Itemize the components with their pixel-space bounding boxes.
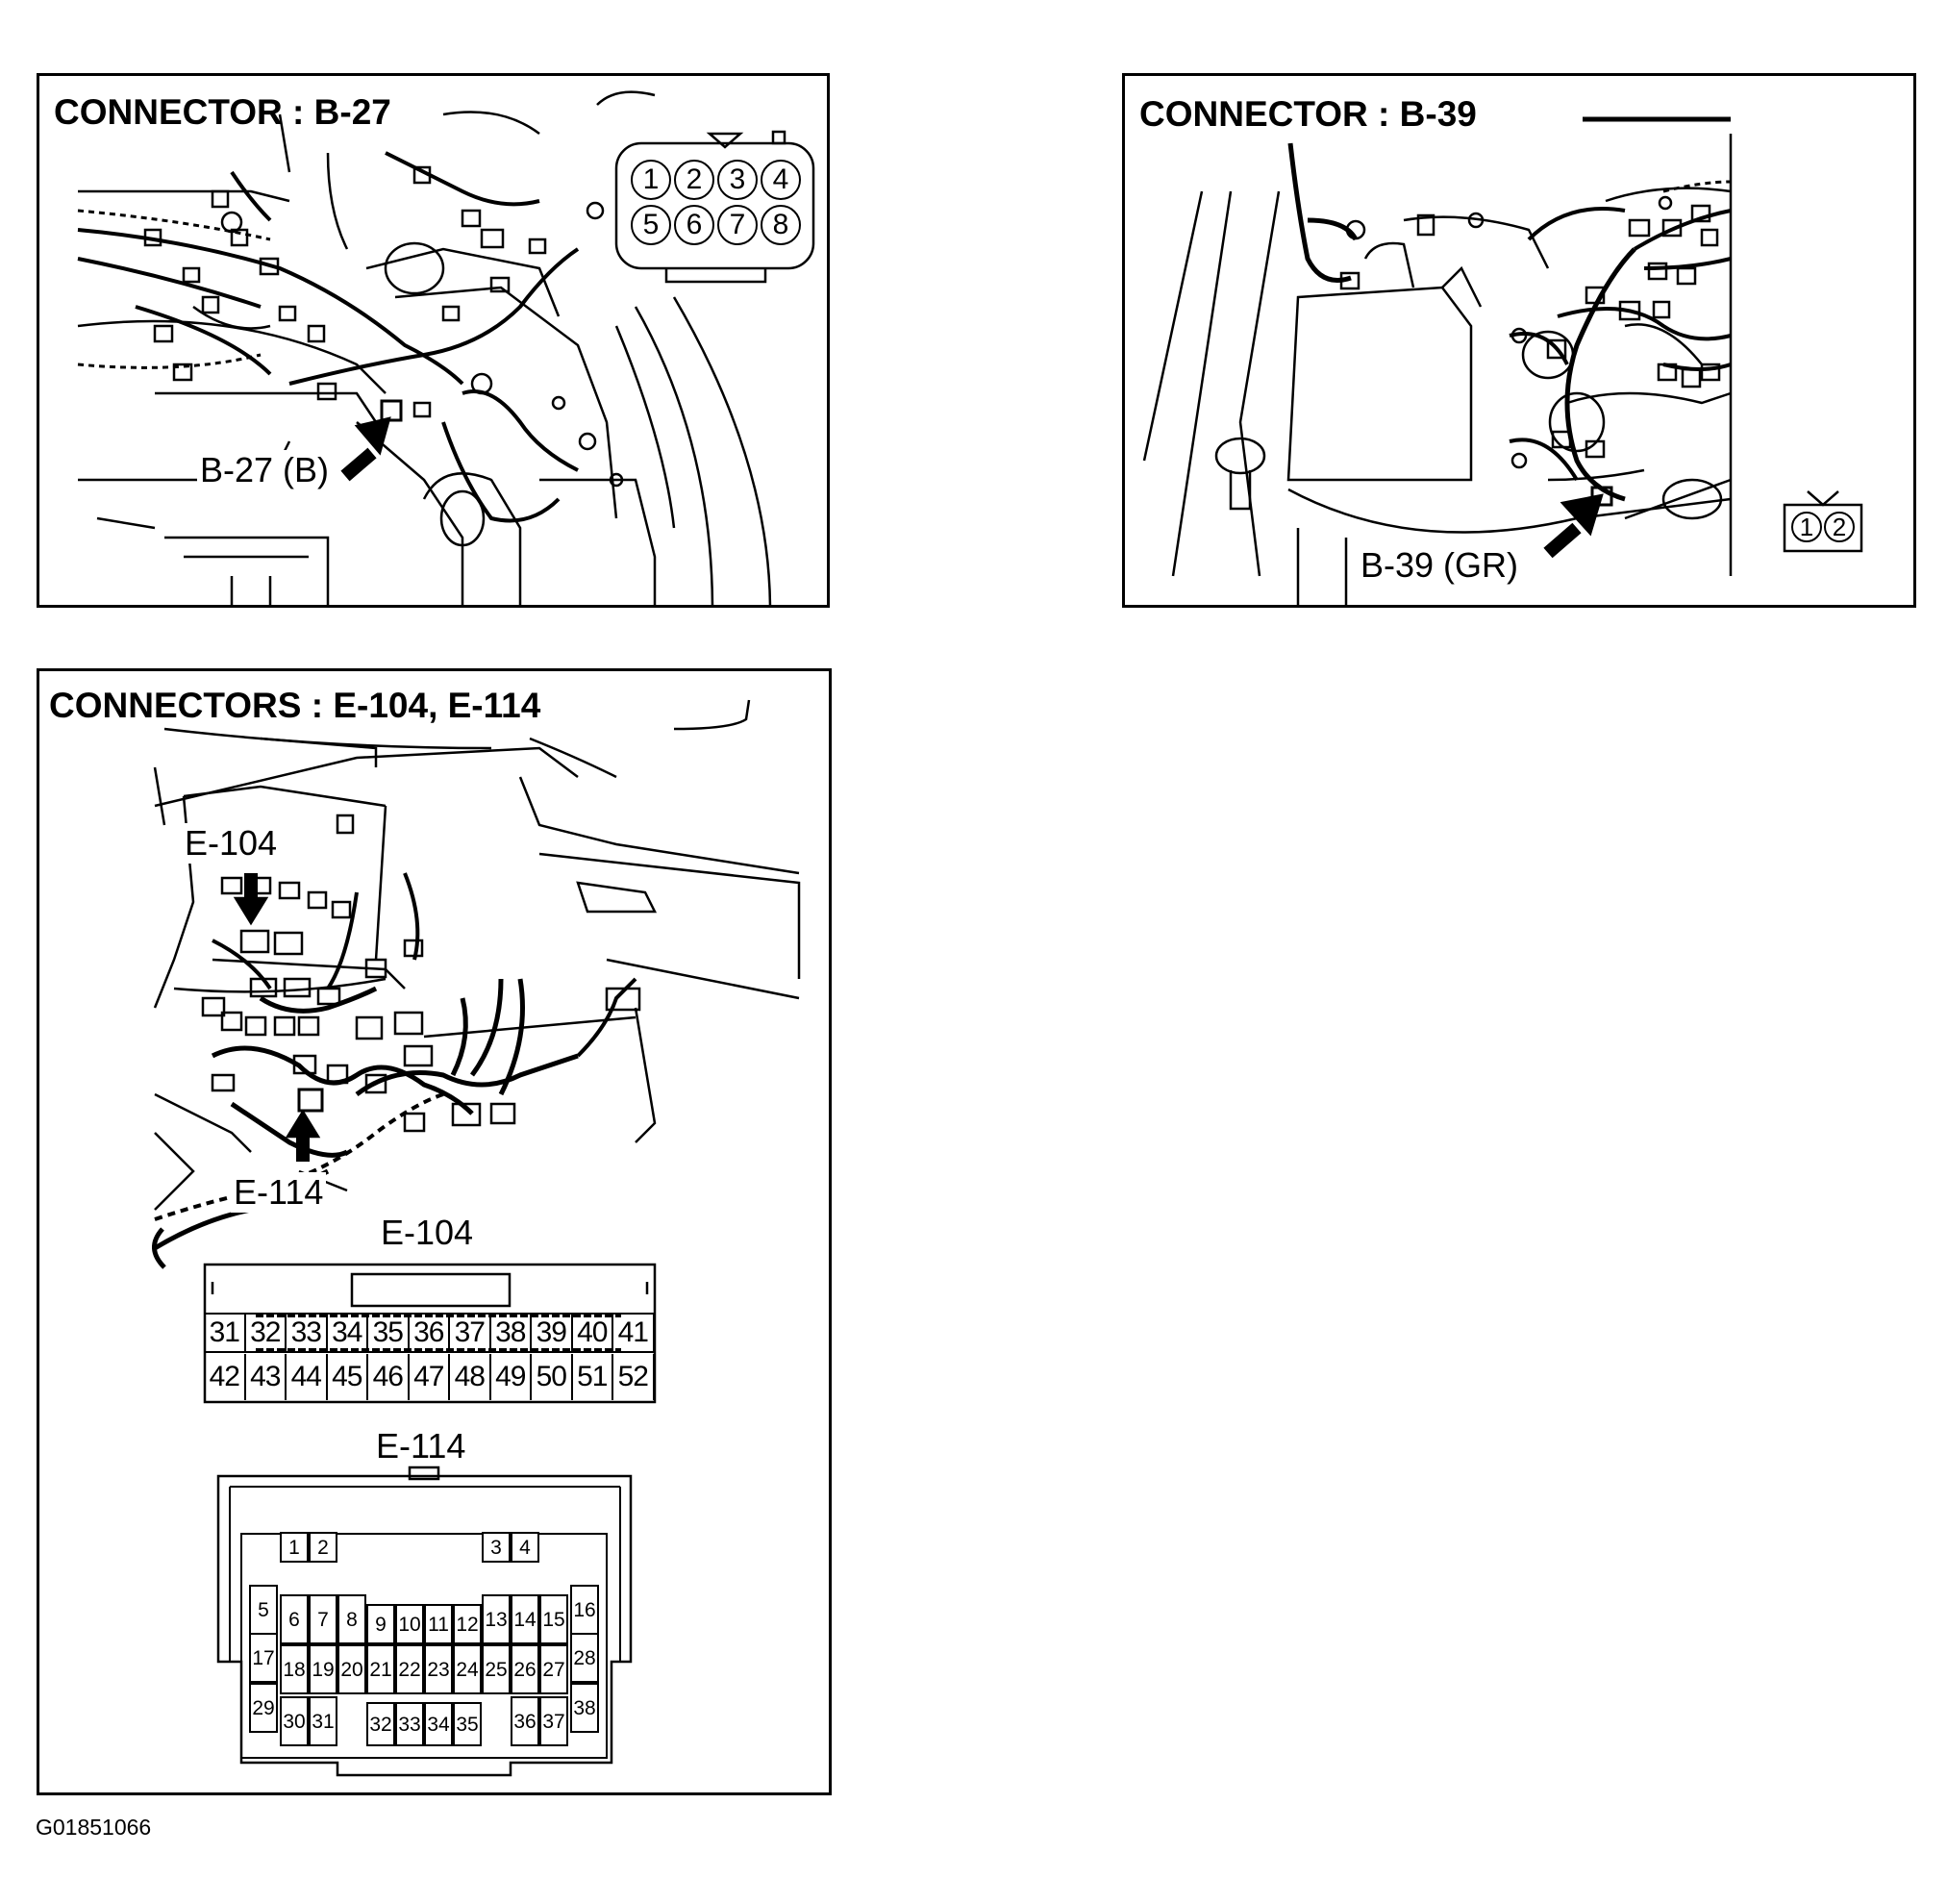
connector-pin: 50	[532, 1354, 573, 1400]
connector-pin: 37	[539, 1696, 568, 1746]
connector-pin: 17	[249, 1633, 278, 1683]
b27-callout-label: B-27 (B)	[197, 450, 333, 490]
connector-pin: 47	[410, 1354, 450, 1400]
connector-pin: 6	[280, 1594, 309, 1644]
connector-pin: 1	[1791, 512, 1822, 542]
panel-connectors-e104-e114: CONNECTORS : E-104, E-114 E-104 E-114 E-…	[37, 668, 832, 1795]
connector-pin: 24	[453, 1644, 482, 1694]
connector-pin: 11	[424, 1604, 453, 1644]
connector-pin: 14	[511, 1594, 539, 1644]
connector-pin: 19	[309, 1644, 337, 1694]
connector-pin: 38	[491, 1314, 532, 1352]
connector-pin: 3	[717, 160, 758, 200]
e114-callout-label: E-114	[231, 1172, 327, 1213]
connector-pin: 40	[573, 1314, 613, 1352]
connector-pin: 5	[249, 1585, 278, 1635]
connector-pin: 35	[368, 1314, 410, 1352]
connector-pin: 27	[539, 1644, 568, 1694]
connector-pin: 46	[368, 1354, 410, 1400]
connector-pin: 16	[570, 1585, 599, 1635]
connector-pin: 51	[573, 1354, 613, 1400]
connector-pin: 44	[287, 1354, 328, 1400]
connector-pin: 7	[717, 205, 758, 245]
connector-pin: 34	[328, 1314, 368, 1352]
b27-location-illustration	[77, 90, 815, 605]
connector-pin: 8	[761, 205, 801, 245]
connector-pin: 33	[395, 1702, 424, 1746]
connector-pin: 23	[424, 1644, 453, 1694]
connector-pin: 1	[631, 160, 671, 200]
connector-pin: 20	[337, 1644, 366, 1694]
connector-pin: 8	[337, 1594, 366, 1644]
connector-pin: 1	[280, 1532, 309, 1563]
connector-pin: 49	[491, 1354, 532, 1400]
connector-pin: 21	[366, 1644, 395, 1694]
connector-pin: 41	[613, 1314, 655, 1352]
connector-pin: 43	[246, 1354, 287, 1400]
connector-pin: 4	[761, 160, 801, 200]
connector-pin: 45	[328, 1354, 368, 1400]
connector-pin: 26	[511, 1644, 539, 1694]
connector-pin: 22	[395, 1644, 424, 1694]
connector-pin: 15	[539, 1594, 568, 1644]
connector-pin: 52	[613, 1354, 655, 1400]
connector-pin: 37	[450, 1314, 491, 1352]
connector-pin: 2	[674, 160, 714, 200]
e114-face-label: E-114	[376, 1426, 466, 1466]
connector-pin: 31	[205, 1314, 246, 1352]
b39-title: CONNECTOR : B-39	[1139, 94, 1477, 134]
connector-pin: 36	[410, 1314, 450, 1352]
connector-pin: 28	[570, 1633, 599, 1683]
connector-pin: 2	[309, 1532, 337, 1563]
connector-pin: 7	[309, 1594, 337, 1644]
connector-pin: 38	[570, 1683, 599, 1733]
connector-pin: 48	[450, 1354, 491, 1400]
e104-face-label: E-104	[381, 1213, 474, 1252]
connector-pin: 5	[631, 205, 671, 245]
e104-callout-label: E-104	[182, 823, 281, 864]
e-title: CONNECTORS : E-104, E-114	[49, 686, 541, 725]
connector-pin: 39	[532, 1314, 573, 1352]
connector-pin: 42	[205, 1354, 246, 1400]
connector-pin: 18	[280, 1644, 309, 1694]
connector-pin: 12	[453, 1604, 482, 1644]
b27-title: CONNECTOR : B-27	[54, 92, 391, 132]
connector-pin: 4	[511, 1532, 539, 1563]
connector-pin: 2	[1824, 512, 1855, 542]
connector-pin: 13	[482, 1594, 511, 1644]
connector-pin: 29	[249, 1683, 278, 1733]
connector-pin: 34	[424, 1702, 453, 1746]
connector-pin: 25	[482, 1644, 511, 1694]
connector-pin: 36	[511, 1696, 539, 1746]
connector-pin: 33	[287, 1314, 328, 1352]
connector-pin: 32	[366, 1702, 395, 1746]
b39-location-illustration	[1142, 116, 1863, 605]
connector-pin: 32	[246, 1314, 287, 1352]
connector-pin: 31	[309, 1696, 337, 1746]
connector-pin: 3	[482, 1532, 511, 1563]
connector-pin: 6	[674, 205, 714, 245]
connector-pin: 10	[395, 1604, 424, 1644]
b39-callout-label: B-39 (GR)	[1358, 545, 1522, 586]
connector-pin: 35	[453, 1702, 482, 1746]
connector-pin: 9	[366, 1604, 395, 1644]
figure-code: G01851066	[36, 1815, 152, 1840]
connector-pin: 30	[280, 1696, 309, 1746]
